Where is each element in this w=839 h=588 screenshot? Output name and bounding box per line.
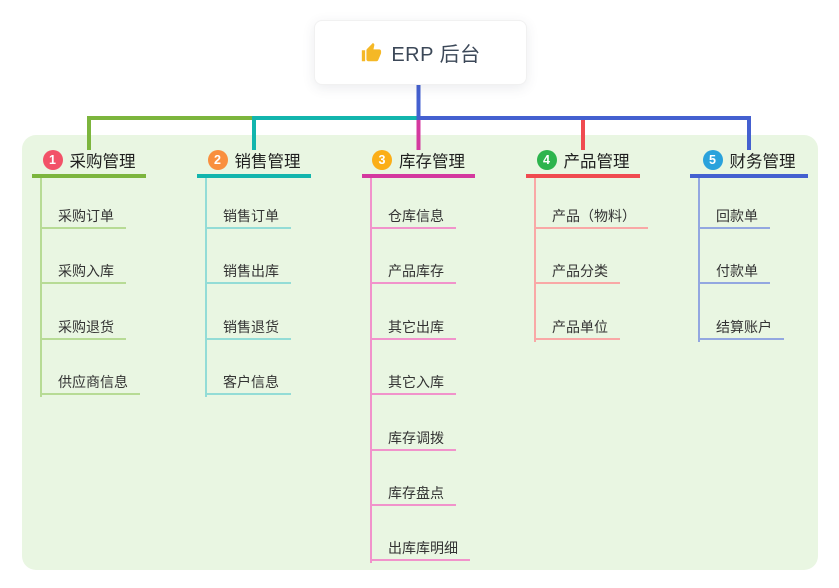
child-node-4-2[interactable]: 产品分类	[534, 260, 620, 284]
branch-node-label-1: 采购管理	[69, 153, 136, 171]
child-node-2-2[interactable]: 销售出库	[205, 260, 291, 284]
child-node-2-3[interactable]: 销售退货	[205, 316, 291, 340]
branch-node-label-5: 财务管理	[729, 153, 796, 171]
branch-node-3[interactable]: 3 库存管理	[362, 146, 475, 178]
child-node-1-1[interactable]: 采购订单	[40, 205, 126, 229]
child-node-2-1[interactable]: 销售订单	[205, 205, 291, 229]
child-node-3-1[interactable]: 仓库信息	[370, 205, 456, 229]
branch-node-label-3: 库存管理	[399, 153, 465, 171]
branch-trunk-line-1	[40, 178, 42, 397]
branch-node-2[interactable]: 2 销售管理	[197, 146, 311, 178]
branch-trunk-line-4	[534, 178, 536, 342]
child-node-3-4[interactable]: 其它入库	[370, 371, 456, 395]
branch-trunk-line-5	[698, 178, 700, 342]
branch-node-1[interactable]: 1 采购管理	[32, 146, 146, 178]
branch-priority-badge-1: 1	[42, 150, 63, 170]
branch-group-panel	[22, 135, 818, 570]
child-node-1-3[interactable]: 采购退货	[40, 316, 126, 340]
child-node-3-6[interactable]: 库存盘点	[370, 482, 456, 506]
child-node-1-4[interactable]: 供应商信息	[40, 371, 140, 395]
branch-trunk-line-3	[370, 178, 372, 563]
child-node-2-4[interactable]: 客户信息	[205, 371, 291, 395]
thumbs-up-icon	[360, 42, 382, 64]
child-node-3-2[interactable]: 产品库存	[370, 260, 456, 284]
branch-node-5[interactable]: 5 财务管理	[690, 146, 808, 178]
branch-node-label-2: 销售管理	[234, 153, 301, 171]
child-node-5-2[interactable]: 付款单	[698, 260, 770, 284]
root-node-label: ERP 后台	[391, 44, 481, 66]
child-node-3-7[interactable]: 出库库明细	[370, 537, 470, 561]
branch-priority-badge-4: 4	[536, 150, 557, 170]
branch-trunk-line-2	[205, 178, 207, 397]
child-node-5-1[interactable]: 回款单	[698, 205, 770, 229]
branch-priority-badge-5: 5	[702, 150, 723, 170]
branch-priority-badge-2: 2	[207, 150, 228, 170]
branch-priority-badge-3: 3	[372, 150, 392, 170]
child-node-4-3[interactable]: 产品单位	[534, 316, 620, 340]
child-node-3-3[interactable]: 其它出库	[370, 316, 456, 340]
branch-node-4[interactable]: 4 产品管理	[526, 146, 640, 178]
branch-node-label-4: 产品管理	[563, 153, 630, 171]
root-node[interactable]: ERP 后台	[314, 20, 527, 85]
child-node-3-5[interactable]: 库存调拨	[370, 427, 456, 451]
child-node-1-2[interactable]: 采购入库	[40, 260, 126, 284]
child-node-5-3[interactable]: 结算账户	[698, 316, 784, 340]
child-node-4-1[interactable]: 产品（物料）	[534, 205, 648, 229]
